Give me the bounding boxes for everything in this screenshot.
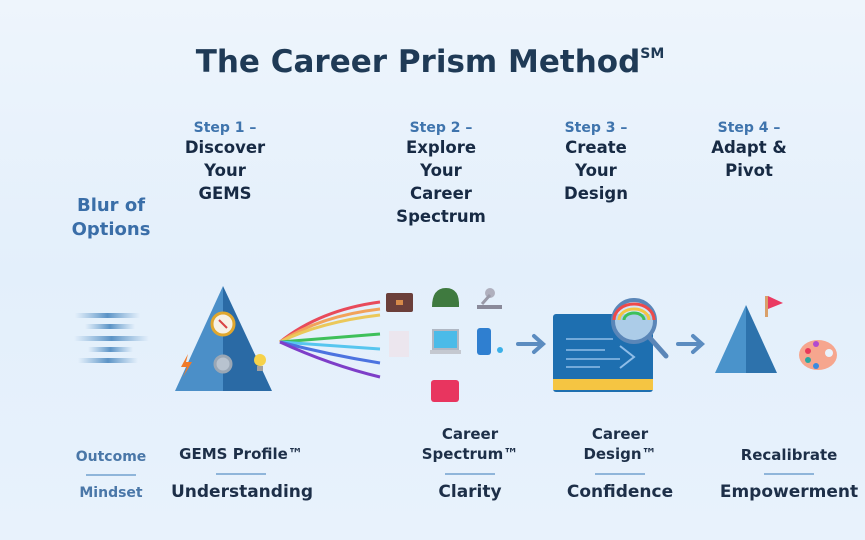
blur-line-2: Options xyxy=(71,219,151,240)
step-4-header: Step 4 – Adapt & Pivot xyxy=(711,120,787,182)
mindset-label: Mindset xyxy=(79,485,143,501)
step-label: Step 2 – xyxy=(409,120,473,136)
lightning-icon xyxy=(181,354,192,377)
step-line: Career xyxy=(410,184,472,203)
step-line: Your xyxy=(420,161,462,180)
rainbow-rays xyxy=(279,300,381,379)
outcome-line: Spectrum™ xyxy=(421,445,519,463)
step-line: Create xyxy=(565,138,627,157)
title-text: The Career Prism Method xyxy=(195,44,641,80)
divider xyxy=(216,473,266,475)
blur-line-1: Blur of xyxy=(76,195,146,216)
mindset-clarity: Clarity xyxy=(438,482,502,502)
divider xyxy=(595,473,645,475)
outcome-line: Career xyxy=(591,425,649,443)
step-line: Explore xyxy=(405,138,477,157)
divider xyxy=(445,473,495,475)
service-mark: SM xyxy=(640,46,665,62)
step-line: Adapt & xyxy=(711,138,787,157)
divider xyxy=(86,474,136,476)
step-line: Discover xyxy=(184,138,266,157)
magnifier-icon xyxy=(611,298,669,359)
step-label: Step 3 – xyxy=(564,120,628,136)
mindset-understanding: Understanding xyxy=(170,482,314,502)
toolbox-icon xyxy=(431,380,459,402)
microscope-icon xyxy=(477,305,502,309)
step-label: Step 1 – xyxy=(193,120,257,136)
step-line: Pivot xyxy=(725,161,773,180)
flag-icon xyxy=(765,296,783,317)
prism-icon xyxy=(175,286,272,391)
lightbulb-icon xyxy=(254,354,266,366)
step-line: Your xyxy=(204,161,246,180)
mindset-empowerment: Empowerment xyxy=(719,482,859,502)
document-icon xyxy=(389,331,409,357)
outcome-label: Outcome xyxy=(75,449,147,465)
outcome-line: Design™ xyxy=(583,445,657,463)
process-illustration xyxy=(74,286,837,402)
step-line: Spectrum xyxy=(396,207,486,226)
step-line: Design xyxy=(564,184,628,203)
career-icons xyxy=(386,288,503,402)
step-1-header: Step 1 – Discover Your GEMS xyxy=(185,120,265,205)
palette-icon xyxy=(799,340,837,370)
blur-lines-icon xyxy=(74,313,149,363)
step-label: Step 4 – xyxy=(717,120,781,136)
arrow-icon xyxy=(516,334,547,354)
outcome-recalibrate: Recalibrate xyxy=(740,446,838,464)
mindset-confidence: Confidence xyxy=(566,482,674,502)
laptop-icon xyxy=(432,329,459,350)
blur-of-options-label: Blur of Options xyxy=(72,194,151,242)
gear-icon xyxy=(213,354,233,374)
support-icon xyxy=(477,328,491,355)
divider xyxy=(764,473,814,475)
outcome-line: Career xyxy=(441,425,499,443)
page-title: The Career Prism MethodSM xyxy=(196,44,665,80)
arrow-icon xyxy=(676,334,706,354)
helmet-icon xyxy=(432,288,460,307)
step-3-header: Step 3 – Create Your Design xyxy=(564,120,628,205)
step-2-header: Step 2 – Explore Your Career Spectrum xyxy=(396,120,486,228)
pyramid-icon xyxy=(715,305,777,373)
step-line: Your xyxy=(575,161,617,180)
outcome-gems-profile: GEMS Profile™ xyxy=(179,445,303,463)
step-line: GEMS xyxy=(198,184,252,203)
